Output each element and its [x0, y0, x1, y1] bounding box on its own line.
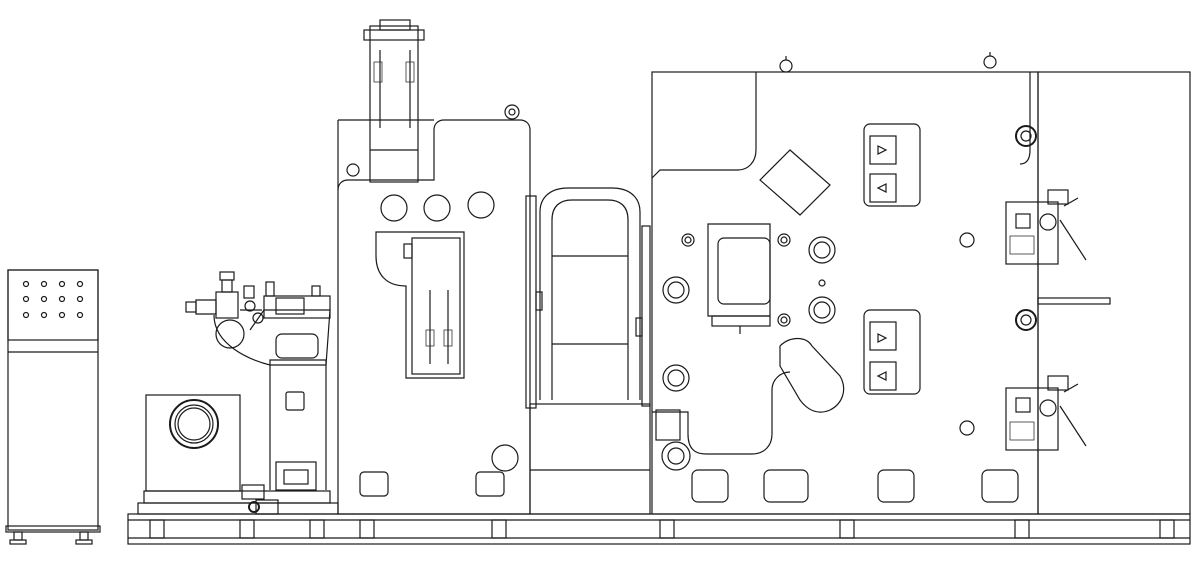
- processing-frame: [651, 52, 1039, 515]
- control-cabinet: [5, 269, 101, 545]
- cassette-upper: [863, 123, 921, 207]
- processing-frame-rollers: [662, 232, 975, 436]
- knife-holder-upper: [1005, 189, 1087, 265]
- knife-holder-lower: [1005, 375, 1087, 451]
- tension-guide: [525, 187, 651, 515]
- knife-unit: [1005, 71, 1191, 515]
- tower-frame: [337, 19, 531, 515]
- cassette-lower: [863, 309, 921, 395]
- unwind-station: [137, 271, 339, 515]
- cabinet-feet: [9, 531, 93, 545]
- base-rail: [127, 513, 1191, 545]
- control-panel-buttons: [22, 280, 84, 319]
